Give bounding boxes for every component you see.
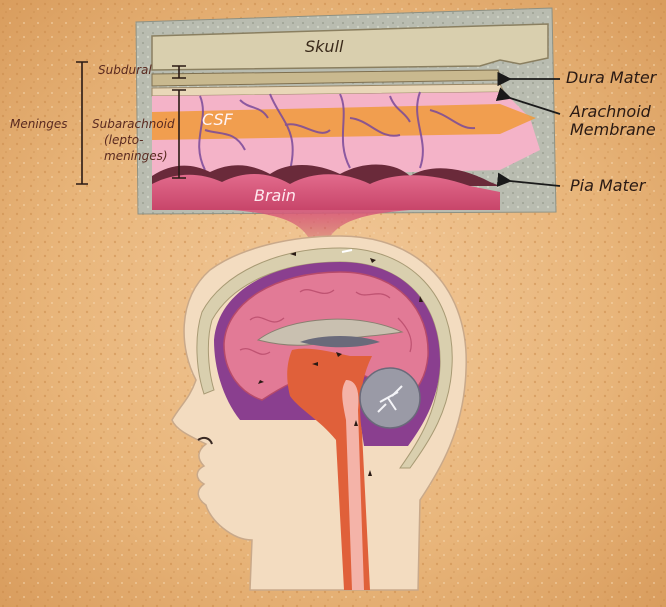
arachnoid-label-line1: Arachnoid	[570, 104, 651, 121]
meninges-label: Meninges	[10, 118, 68, 131]
pia-mater-label: Pia Mater	[570, 178, 645, 195]
subdural-label: Subdural	[98, 64, 152, 77]
subarachnoid-label-line3: meninges)	[104, 150, 168, 163]
cerebellum	[360, 368, 420, 428]
subarachnoid-label-line2: (lepto-	[104, 134, 143, 147]
skull-label: Skull	[305, 39, 343, 56]
dura-mater-label: Dura Mater	[566, 70, 656, 87]
csf-label: CSF	[202, 112, 233, 129]
brain-label: Brain	[254, 188, 296, 205]
arachnoid-label-line2: Membrane	[570, 122, 656, 139]
subarachnoid-label-line1: Subarachnoid	[92, 118, 175, 131]
meninges-closeup	[136, 8, 556, 214]
